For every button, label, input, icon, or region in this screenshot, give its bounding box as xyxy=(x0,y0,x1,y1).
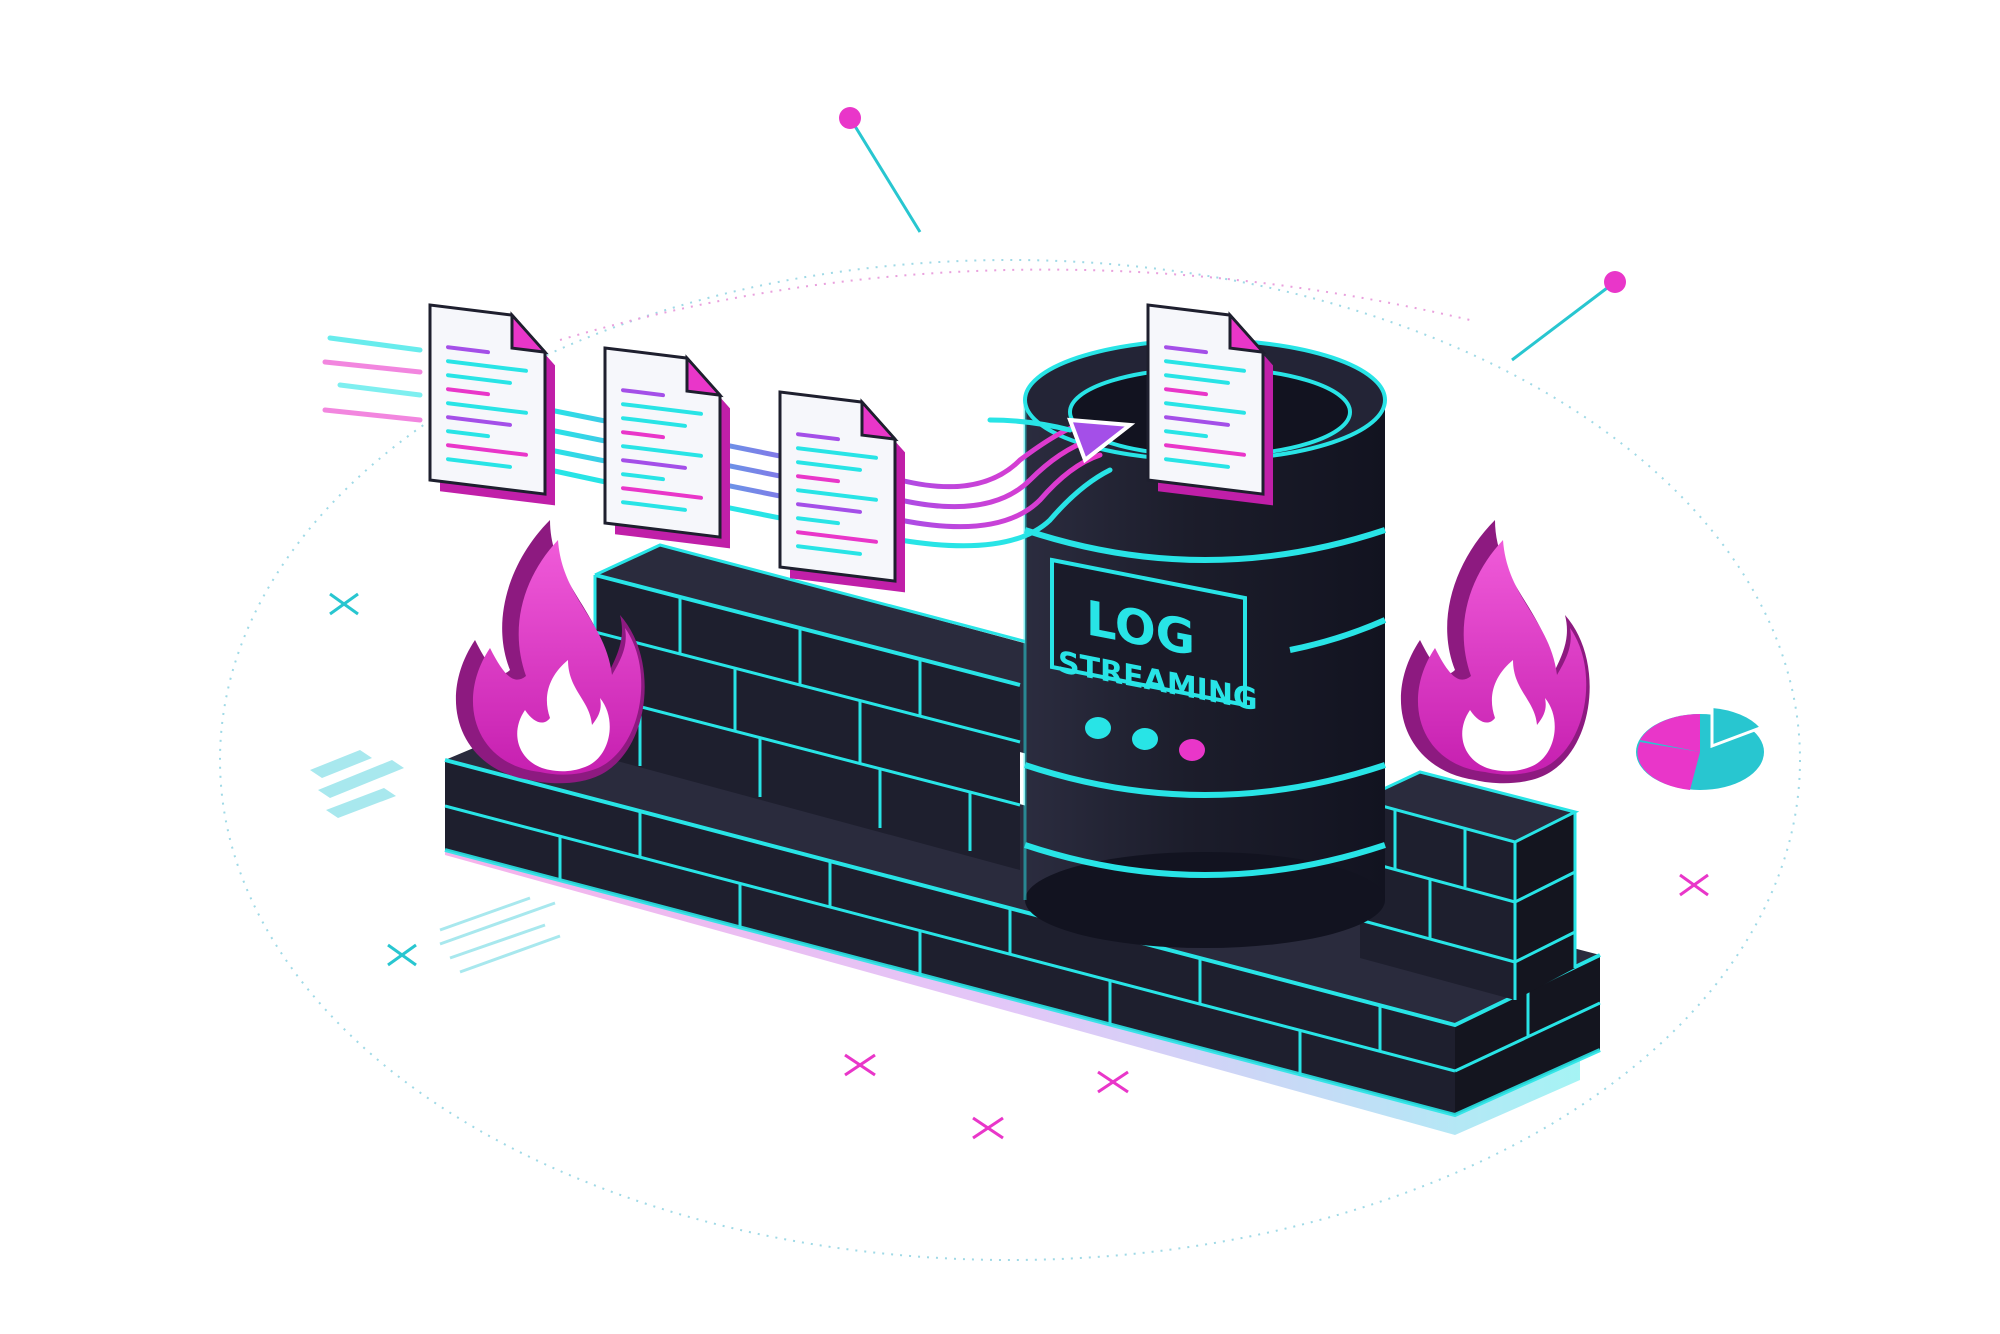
document-text-line xyxy=(1164,401,1246,415)
pie-chart-icon xyxy=(1636,708,1764,790)
document-text-line xyxy=(621,388,665,398)
document-text-line xyxy=(446,443,528,457)
document-text-line xyxy=(1164,387,1208,397)
orbit-ellipse xyxy=(219,259,1801,1261)
document-text-line xyxy=(1164,373,1230,385)
cross-mark-icon xyxy=(1097,1070,1129,1094)
stream-lines-icon xyxy=(439,896,561,974)
document-text-line xyxy=(446,345,490,355)
document-text-line xyxy=(1164,443,1246,457)
document-text-line xyxy=(1164,345,1208,355)
document-text-line xyxy=(796,488,878,502)
flame-icon xyxy=(455,520,645,784)
document-text-line xyxy=(446,401,528,415)
pin-icon xyxy=(839,107,922,233)
cross-mark-icon xyxy=(329,592,359,616)
document-text-line xyxy=(446,373,512,385)
document-text-line xyxy=(796,544,862,556)
document-text-line xyxy=(1164,359,1246,373)
document-text-line xyxy=(621,416,687,428)
document-text-line xyxy=(1164,429,1208,439)
document-text-line xyxy=(446,387,490,397)
document-text-line xyxy=(796,446,878,460)
document-text-line xyxy=(1164,457,1230,469)
log-document-icon xyxy=(428,303,555,506)
cross-mark-icon xyxy=(387,943,417,967)
document-text-line xyxy=(796,474,840,484)
stream-arrow-icon xyxy=(1067,417,1136,464)
document-text-line xyxy=(446,457,512,469)
log-document-icon xyxy=(603,346,730,549)
document-text-line xyxy=(796,432,840,442)
log-streaming-label-panel xyxy=(1050,557,1247,708)
log-document-icon xyxy=(1146,303,1273,506)
document-text-line xyxy=(446,429,490,439)
document-text-line xyxy=(621,402,703,416)
document-text-line xyxy=(796,502,862,514)
document-text-line xyxy=(621,500,687,512)
document-text-line xyxy=(796,530,878,544)
document-text-line xyxy=(796,516,840,526)
cross-mark-icon xyxy=(972,1116,1004,1140)
document-text-line xyxy=(621,458,687,470)
document-text-line xyxy=(621,444,703,458)
bar-chart-icon xyxy=(310,750,404,818)
firewall-wall xyxy=(444,543,1601,1118)
flame-icon xyxy=(1400,520,1590,784)
document-text-line xyxy=(621,472,665,482)
document-text-line xyxy=(1164,415,1230,427)
document-text-line xyxy=(446,359,528,373)
status-dots xyxy=(1085,717,1205,761)
cross-mark-icon xyxy=(844,1053,876,1077)
orbit-ellipse-magenta-arc xyxy=(559,268,1471,341)
cross-mark-icon xyxy=(1679,873,1709,897)
pin-icon xyxy=(1511,271,1626,362)
document-text-line xyxy=(446,415,512,427)
document-text-line xyxy=(621,486,703,500)
log-document-icon xyxy=(778,390,905,593)
document-text-line xyxy=(796,460,862,472)
document-text-line xyxy=(621,430,665,440)
